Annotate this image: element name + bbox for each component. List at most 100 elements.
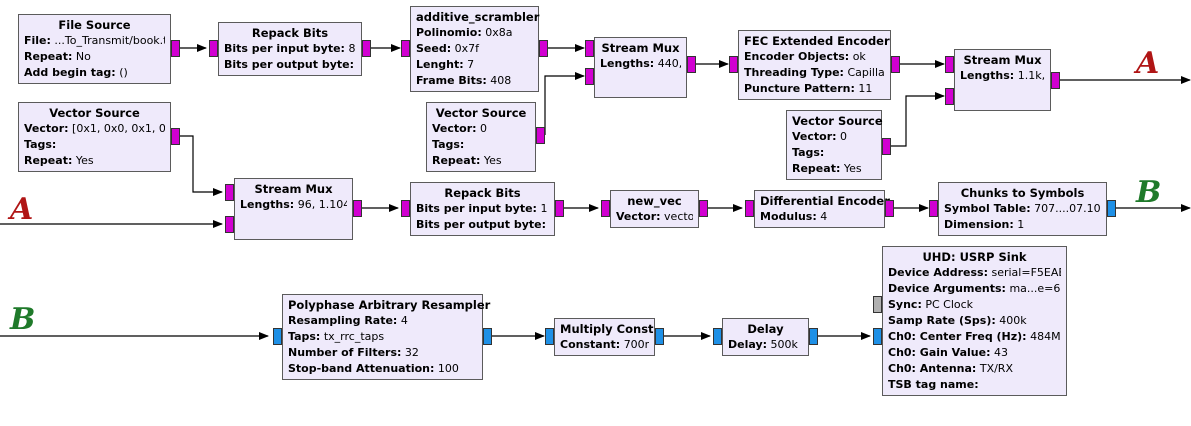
block-param: Constant: 700m <box>560 337 649 353</box>
param-key: Taps: <box>288 330 321 343</box>
port-diffenc-out[interactable] <box>885 200 894 217</box>
port-mux3-out[interactable] <box>353 200 362 217</box>
param-value: 0x7f <box>454 42 480 55</box>
block-param: Bits per input byte: 8 <box>224 41 356 57</box>
port-scrambler-in[interactable] <box>401 40 410 57</box>
port-mux3-in1[interactable] <box>225 216 234 233</box>
port-vs2-out[interactable] <box>536 127 545 144</box>
param-key: TSB tag name: <box>888 378 979 391</box>
param-key: Puncture Pattern: <box>744 82 855 95</box>
port-diffenc-in[interactable] <box>745 200 754 217</box>
port-mux2-in0[interactable] <box>945 56 954 73</box>
port-delay-in[interactable] <box>713 328 722 345</box>
port-vs3-out[interactable] <box>882 138 891 155</box>
port-mux2-out[interactable] <box>1051 72 1060 89</box>
param-value: vector <box>664 210 693 223</box>
port-usrp-command-in[interactable] <box>873 296 882 313</box>
port-multiply-in[interactable] <box>545 328 554 345</box>
block-param: Delay: 500k <box>728 337 803 353</box>
param-key: Bits per input byte: <box>224 42 345 55</box>
port-newvec-in[interactable] <box>601 200 610 217</box>
port-repack1-in[interactable] <box>209 40 218 57</box>
block-param: Frame Bits: 408 <box>416 73 533 89</box>
port-vs1-out[interactable] <box>171 128 180 145</box>
port-fec-out[interactable] <box>891 56 900 73</box>
block-param: Lenght: 7 <box>416 57 533 73</box>
block-param: Puncture Pattern: 11 <box>744 81 885 97</box>
port-chunks-in[interactable] <box>929 200 938 217</box>
param-value: ok <box>852 50 866 63</box>
block-param: Threading Type: Capillary <box>744 65 885 81</box>
port-newvec-out[interactable] <box>699 200 708 217</box>
port-resampler-out[interactable] <box>483 328 492 345</box>
block-param: Modulus: 4 <box>760 209 879 225</box>
block-param: Repeat: No <box>24 49 165 65</box>
port-scrambler-out[interactable] <box>539 40 548 57</box>
param-key: Samp Rate (Sps): <box>888 314 996 327</box>
wire-vs1-mux3 <box>180 135 223 196</box>
param-key: Dimension: <box>944 218 1014 231</box>
block-param: Tags: <box>24 137 165 153</box>
param-value: [0x1, 0x0, 0x1, 0x... <box>72 122 165 135</box>
param-key: Constant: <box>560 338 621 351</box>
block-param: Ch0: Center Freq (Hz): 484M <box>888 329 1061 345</box>
wire-vs3-mux2 <box>891 92 945 147</box>
port-multiply-out[interactable] <box>655 328 664 345</box>
block-param: Lengths: 440, 2 <box>600 56 681 72</box>
param-key: Ch0: Gain Value: <box>888 346 991 359</box>
param-key: Ch0: Center Freq (Hz): <box>888 330 1027 343</box>
port-delay-out[interactable] <box>809 328 818 345</box>
port-repack1-out[interactable] <box>362 40 371 57</box>
port-mux1-in1[interactable] <box>585 68 594 85</box>
port-mux3-in0[interactable] <box>225 184 234 201</box>
param-value: No <box>75 50 91 63</box>
param-key: Repeat: <box>792 162 841 175</box>
port-mux1-in0[interactable] <box>585 40 594 57</box>
param-key: Repeat: <box>24 50 73 63</box>
param-key: Lenght: <box>416 58 464 71</box>
param-key: Repeat: <box>432 154 481 167</box>
port-mux1-out[interactable] <box>687 56 696 73</box>
block-title: Multiply Const <box>560 322 654 336</box>
block-title: Vector Source <box>792 114 883 128</box>
block-param: Add begin tag: () <box>24 65 165 81</box>
port-repack2-in[interactable] <box>401 200 410 217</box>
port-fec-in[interactable] <box>729 56 738 73</box>
param-key: Lengths: <box>600 57 655 70</box>
port-resampler-in[interactable] <box>273 328 282 345</box>
param-key: Threading Type: <box>744 66 844 79</box>
param-key: Encoder Objects: <box>744 50 850 63</box>
param-value: 0 <box>480 122 488 135</box>
port-mux2-in1[interactable] <box>945 88 954 105</box>
block-param: File: ...To_Transmit/book.txt <box>24 33 165 49</box>
param-value: () <box>119 66 128 79</box>
block-title: Stream Mux <box>254 182 333 196</box>
port-filesource-out[interactable] <box>171 40 180 57</box>
block-param: Taps: tx_rrc_taps <box>288 329 477 345</box>
port-usrp-in[interactable] <box>873 328 882 345</box>
port-chunks-out[interactable] <box>1107 200 1116 217</box>
param-value: 4 <box>400 314 408 327</box>
block-param: Device Arguments: ma...e=60e6 <box>888 281 1061 297</box>
param-key: Ch0: Antenna: <box>888 362 977 375</box>
port-repack2-out[interactable] <box>555 200 564 217</box>
